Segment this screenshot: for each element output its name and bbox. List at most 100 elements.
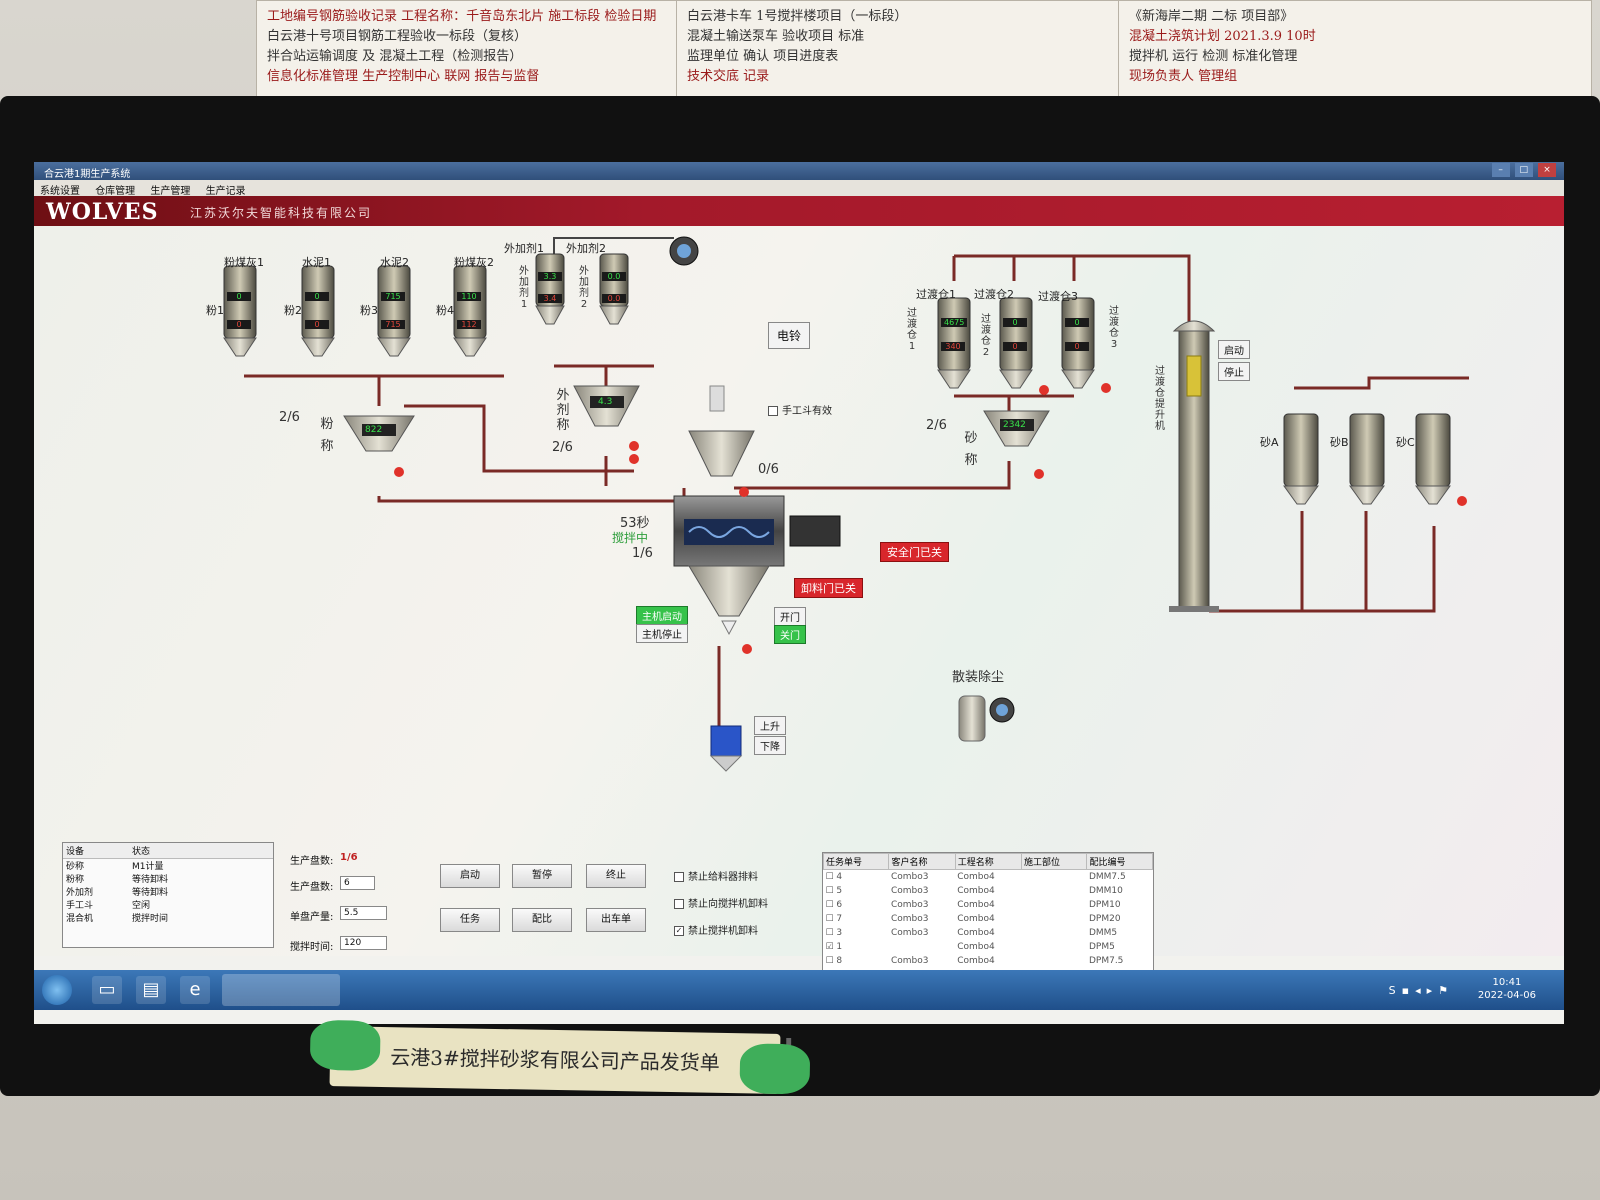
silo-readout: 0 — [1065, 318, 1089, 327]
start-button[interactable]: 启动 — [440, 864, 500, 888]
truck-up-button[interactable]: 上升 — [754, 716, 786, 735]
mix-time-label: 搅拌时间: — [290, 942, 334, 953]
silo-vlabel: 过渡仓1 — [907, 308, 917, 352]
powder-1-cone — [223, 337, 257, 357]
system-clock[interactable]: 10:41 2022-04-06 — [1478, 976, 1536, 1002]
interlock-checkbox[interactable]: 禁止给料器排料 — [674, 868, 758, 883]
powder-3-cone — [377, 337, 411, 357]
status-value: 搅拌时间 — [132, 914, 169, 924]
cell-customer: Combo3 — [890, 900, 929, 910]
cell-mix: DPM5 — [1088, 942, 1115, 952]
menu-production[interactable]: 生产管理 — [150, 186, 191, 197]
elevator-stop-button[interactable]: 停止 — [1218, 362, 1250, 381]
cell-mix: DPM20 — [1088, 914, 1121, 924]
col-task-id[interactable]: 任务单号 — [823, 853, 890, 870]
elevator-label: 过渡仓提升机 — [1155, 366, 1165, 432]
task-button[interactable]: 任务 — [440, 908, 500, 932]
silo-readout: 3.3 — [538, 272, 562, 281]
explorer-icon[interactable]: ▤ — [136, 976, 166, 1004]
cell-customer: Combo3 — [890, 872, 929, 882]
cell-customer: Combo3 — [890, 886, 929, 896]
set-batch-input[interactable]: 6 — [340, 876, 375, 890]
silo-readout: 0.0 — [602, 294, 626, 303]
mixer-batch: 1/6 — [632, 546, 653, 561]
system-tray[interactable]: S▪◂▸⚑ — [1388, 984, 1454, 997]
red-lamp-icon — [394, 467, 404, 477]
pipes — [244, 254, 1469, 726]
stop-button[interactable]: 终止 — [586, 864, 646, 888]
taskbar-active-app[interactable] — [222, 974, 340, 1006]
dispatch-button[interactable]: 出车单 — [586, 908, 646, 932]
silo-readout: 0 — [227, 320, 251, 329]
capacity-input[interactable]: 5.5 — [340, 906, 387, 920]
cell-task-id: ☐ 7 — [825, 914, 843, 924]
menu-records[interactable]: 生产记录 — [205, 186, 246, 197]
wall-note-2: 白云港卡车 1号搅拌楼项目（一标段） 混凝土输送泵车 验收项目 标准 监理单位 … — [676, 0, 1128, 106]
cell-part — [1022, 898, 1087, 912]
browser-icon[interactable]: e — [180, 976, 210, 1004]
close-door-button[interactable]: 关门 — [774, 625, 806, 644]
open-door-button[interactable]: 开门 — [774, 607, 806, 626]
cell-customer — [889, 940, 955, 954]
main-start-button[interactable]: 主机启动 — [636, 606, 688, 625]
additive-scale-display — [590, 396, 624, 408]
sand-2-cone — [999, 369, 1033, 389]
elevator-start-button[interactable]: 启动 — [1218, 340, 1250, 359]
note-line: 现场负责人 管理组 — [1129, 69, 1238, 84]
silo-vlabel: 过渡仓3 — [1109, 306, 1119, 350]
storage-feed-pipe — [1294, 376, 1469, 390]
manual-scale-count: 0/6 — [758, 462, 779, 477]
main-stop-button[interactable]: 主机停止 — [636, 624, 688, 643]
col-mix[interactable]: 配比编号 — [1086, 853, 1153, 870]
wolves-logo: WOLVES — [46, 199, 159, 225]
maximize-button[interactable]: □ — [1514, 163, 1533, 177]
status-device: 砂称 — [66, 862, 85, 872]
col-part[interactable]: 施工部位 — [1020, 853, 1088, 870]
interlock-checkbox[interactable]: ✓禁止搅拌机卸料 — [674, 926, 758, 937]
cell-mix: DMM10 — [1088, 886, 1123, 896]
pause-button[interactable]: 暂停 — [512, 864, 572, 888]
scales — [343, 385, 1050, 477]
start-button[interactable] — [42, 975, 72, 1005]
silo-name: 外加剂1 — [504, 242, 544, 255]
silo-readout: 340 — [941, 342, 965, 351]
col-customer[interactable]: 客户名称 — [888, 853, 956, 870]
status-device: 粉称 — [66, 875, 85, 885]
silo-readout: 4675 — [941, 318, 968, 327]
minimize-button[interactable]: – — [1491, 163, 1510, 177]
additive-scale-value: 4.3 — [598, 397, 613, 407]
recipe-button[interactable]: 配比 — [512, 908, 572, 932]
menu-warehouse[interactable]: 仓库管理 — [95, 186, 136, 197]
cell-customer: Combo3 — [890, 928, 929, 938]
mix-time-input[interactable]: 120 — [340, 936, 387, 950]
status-row: 外加剂等待卸料 — [63, 885, 273, 898]
status-device: 外加剂 — [66, 888, 94, 898]
dust-collector-body — [958, 695, 986, 742]
additive-scale-label: 外剂称 — [556, 388, 570, 433]
safety-door-status: 安全门已关 — [880, 542, 949, 562]
menu-system-settings[interactable]: 系统设置 — [40, 186, 80, 197]
truck-down-button[interactable]: 下降 — [754, 736, 786, 755]
interlock-checkbox[interactable]: 禁止向搅拌机卸料 — [674, 895, 768, 910]
note-line: 搅拌机 运行 检测 标准化管理 — [1129, 49, 1298, 64]
silo-tag: 粉1 — [206, 304, 224, 317]
close-button[interactable]: × — [1538, 163, 1556, 177]
bell-button[interactable]: 电铃 — [768, 322, 811, 349]
col-project[interactable]: 工程名称 — [954, 853, 1023, 870]
desktop-icon[interactable]: ▭ — [92, 976, 122, 1004]
mixer — [673, 495, 841, 636]
sand-1-silo — [937, 297, 971, 371]
cell-project: Combo4 — [957, 914, 995, 924]
task-table-header: 任务单号 客户名称 工程名称 施工部位 配比编号 — [823, 853, 1153, 870]
manual-hopper-toggle[interactable]: 手工斗有效 — [768, 402, 832, 417]
elevator — [1169, 320, 1219, 612]
silo-readout: 0 — [1003, 342, 1027, 351]
